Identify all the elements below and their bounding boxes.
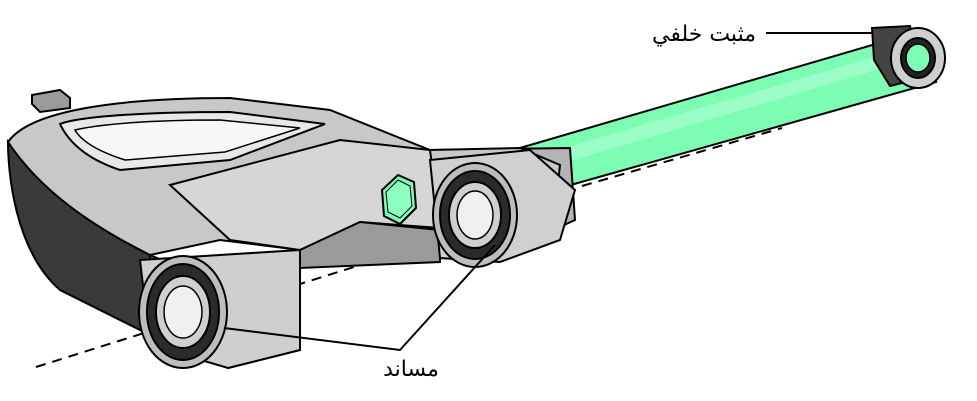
- front-bushing: [138, 248, 301, 370]
- rear-bushing: [428, 148, 577, 268]
- hex-nut-icon: [380, 173, 418, 226]
- rear-axis-line: [581, 127, 783, 187]
- rear-mount-label: مثبت خلفي: [652, 22, 756, 47]
- rear-mount: [870, 24, 946, 89]
- supports-label: مساند: [383, 357, 439, 382]
- supports-leader: [223, 244, 496, 352]
